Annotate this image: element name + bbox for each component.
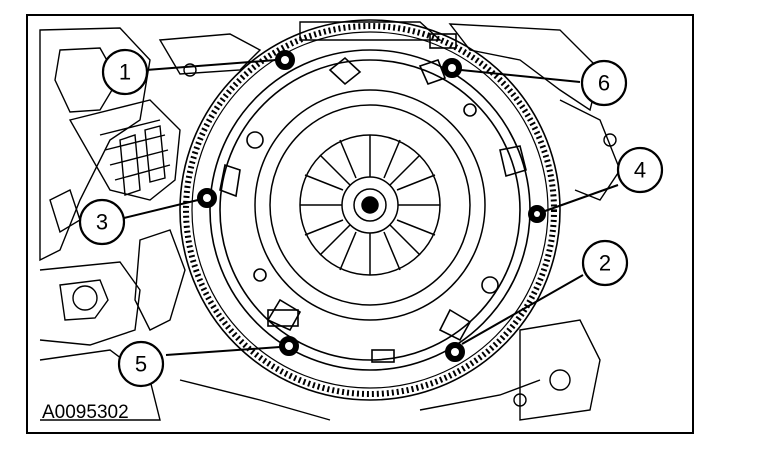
callout-circle-5 — [117, 340, 165, 388]
callout-label-2: 2 — [599, 251, 611, 276]
callout-circle-2 — [581, 239, 629, 287]
callout-circle-4 — [616, 146, 664, 194]
leader-line-4 — [544, 184, 619, 212]
callout-label-4: 4 — [634, 158, 646, 183]
leader-line-3 — [123, 199, 199, 219]
callout-label-5: 5 — [135, 352, 147, 377]
callout-circle-1 — [101, 48, 149, 96]
leader-lines — [123, 59, 619, 356]
callout-label-6: 6 — [598, 71, 610, 96]
bolt-highlights — [203, 56, 540, 356]
leader-line-6 — [460, 69, 581, 83]
clutch-disc — [254, 89, 486, 321]
callout-circle-3 — [78, 198, 126, 246]
figure-code: A0095302 — [42, 402, 129, 423]
callout-label-1: 1 — [119, 60, 131, 85]
callout-label-3: 3 — [96, 210, 108, 235]
leader-line-1 — [145, 59, 277, 71]
callout-circle-6 — [580, 59, 628, 107]
leader-line-2 — [461, 274, 584, 345]
leader-line-5 — [165, 346, 281, 356]
callout-circles — [78, 48, 664, 388]
